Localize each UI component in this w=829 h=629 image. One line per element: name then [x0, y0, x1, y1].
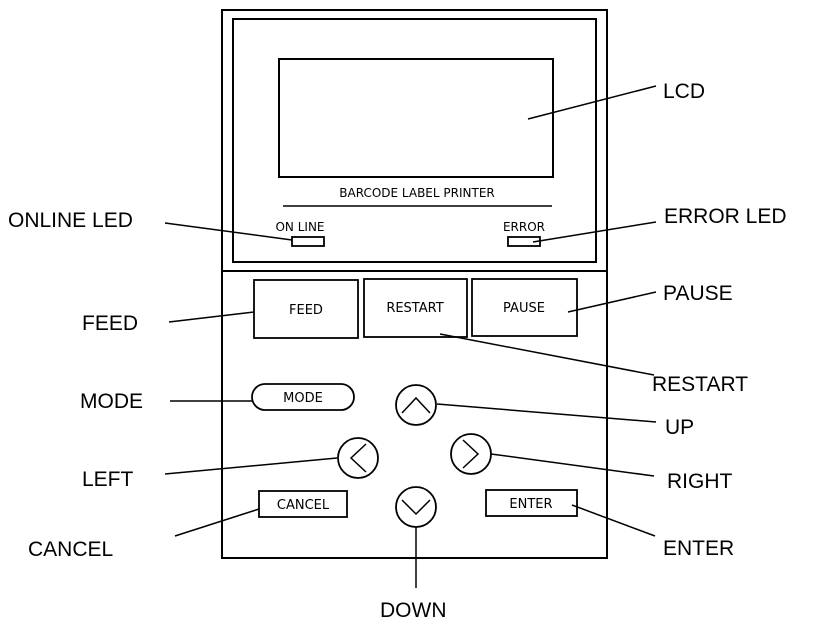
leader-restart — [439, 333, 655, 376]
pause-button-label: PAUSE — [503, 301, 545, 316]
restart-button[interactable]: RESTART — [363, 278, 468, 338]
online-led-label: ON LINE — [275, 220, 324, 234]
chevron-right-icon — [462, 439, 480, 469]
enter-button[interactable]: ENTER — [485, 489, 578, 517]
pause-button[interactable]: PAUSE — [471, 278, 578, 337]
mode-button-label: MODE — [283, 391, 323, 406]
leader-online-led — [164, 222, 293, 241]
feed-button-label: FEED — [289, 303, 323, 318]
chevron-left-icon — [349, 443, 367, 473]
cancel-button-label: CANCEL — [277, 498, 330, 513]
cancel-button[interactable]: CANCEL — [258, 490, 348, 518]
chevron-down-icon — [401, 499, 431, 516]
enter-button-label: ENTER — [509, 497, 552, 512]
restart-button-label: RESTART — [386, 301, 443, 316]
chevron-up-icon — [401, 396, 431, 414]
right-button[interactable] — [450, 433, 492, 475]
callout-lcd: LCD — [663, 80, 705, 103]
callout-restart: RESTART — [652, 373, 748, 396]
title-strip-text: BARCODE LABEL PRINTER — [339, 186, 494, 200]
callout-down: DOWN — [380, 599, 447, 622]
feed-button[interactable]: FEED — [253, 279, 359, 339]
leader-error-led — [532, 221, 657, 243]
online-led — [291, 236, 325, 247]
up-button[interactable] — [395, 384, 437, 426]
callout-cancel: CANCEL — [28, 538, 113, 561]
printer-housing — [221, 9, 608, 559]
callout-online-led: ONLINE LED — [8, 209, 133, 232]
callout-error-led: ERROR LED — [664, 205, 787, 228]
leader-lcd — [527, 85, 657, 120]
housing-outer-frame — [221, 9, 608, 559]
lcd-screen — [278, 58, 554, 178]
leader-up — [436, 403, 657, 423]
callout-enter: ENTER — [663, 537, 734, 560]
down-button[interactable] — [395, 486, 437, 528]
error-led-label: ERROR — [503, 220, 545, 234]
callout-up: UP — [665, 416, 694, 439]
leader-feed — [168, 311, 255, 323]
display-bezel — [232, 18, 597, 263]
callout-right: RIGHT — [667, 470, 733, 493]
callout-pause: PAUSE — [663, 282, 733, 305]
callout-left: LEFT — [82, 468, 134, 491]
leader-enter — [571, 504, 656, 537]
leader-right — [490, 453, 655, 477]
callout-feed: FEED — [82, 312, 138, 335]
leader-left — [164, 457, 338, 475]
leader-lines — [164, 85, 657, 588]
callout-mode: MODE — [80, 390, 143, 413]
left-button[interactable] — [337, 437, 379, 479]
mode-button[interactable]: MODE — [251, 383, 355, 411]
callout-labels: LCD ONLINE LED ERROR LED FEED PAUSE REST… — [8, 80, 787, 622]
leader-pause — [567, 291, 657, 313]
leader-cancel — [174, 508, 260, 537]
